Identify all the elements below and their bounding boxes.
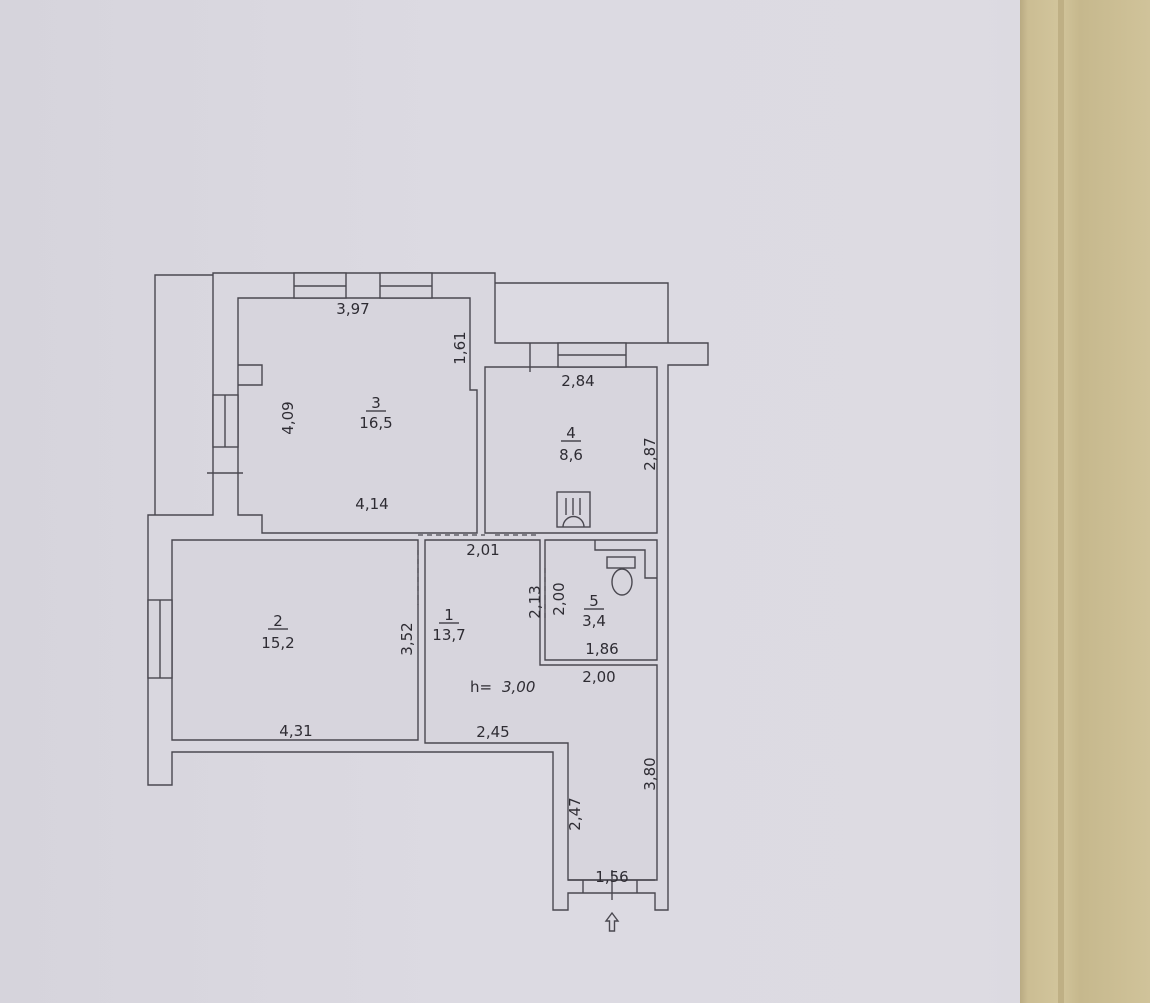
toilet-icon [594,540,657,596]
svg-text:4,31: 4,31 [279,722,312,740]
svg-text:3: 3 [371,394,381,412]
svg-text:5: 5 [589,592,599,610]
svg-text:h=: h= [470,678,492,696]
room-1-label: 1 13,7 [432,606,465,644]
svg-text:2,00: 2,00 [582,668,615,686]
svg-text:3,80: 3,80 [641,757,659,790]
entrance-door [568,870,655,900]
svg-text:2,87: 2,87 [641,437,659,470]
balcony-left-outline [154,274,213,515]
paper-edge-shadow [1058,0,1064,1003]
svg-text:4,09: 4,09 [279,401,297,434]
entrance-arrow-icon [604,911,620,932]
ceiling-height: h= 3,00 [470,678,535,696]
room-3-label: 3 16,5 [359,394,392,432]
svg-text:15,2: 15,2 [261,634,294,652]
balcony-right-outline [495,282,669,343]
svg-text:2,47: 2,47 [566,797,584,830]
room-3 [237,297,478,534]
stove-icon [556,491,591,528]
room-2-label: 2 15,2 [261,612,294,652]
room-5-label: 5 3,4 [582,592,606,630]
desk-surface [1020,0,1150,1003]
svg-text:2,84: 2,84 [561,372,594,390]
svg-text:2,45: 2,45 [476,723,509,741]
svg-text:3,97: 3,97 [336,300,369,318]
svg-text:16,5: 16,5 [359,414,392,432]
room-2 [171,539,419,741]
svg-text:3,4: 3,4 [582,612,606,630]
svg-text:2,13: 2,13 [526,585,544,618]
svg-text:4,14: 4,14 [355,495,388,513]
svg-text:1,86: 1,86 [585,640,618,658]
svg-text:8,6: 8,6 [559,446,583,464]
svg-text:1: 1 [444,606,454,624]
windows [147,272,627,679]
svg-text:3,52: 3,52 [398,622,416,655]
svg-text:4: 4 [566,424,576,442]
svg-text:2: 2 [273,612,283,630]
dimension-labels: 3,97 4,09 4,14 1,61 2,84 2,87 2,01 2,13 … [279,300,659,886]
svg-text:3,00: 3,00 [502,678,535,696]
room-5-bathroom [544,539,658,661]
svg-text:13,7: 13,7 [432,626,465,644]
room-1-hall [424,539,658,881]
room-4-label: 4 8,6 [559,424,583,464]
svg-text:1,56: 1,56 [595,868,628,886]
svg-text:2,01: 2,01 [466,541,499,559]
svg-text:1,61: 1,61 [451,331,469,364]
svg-text:2,00: 2,00 [550,582,568,615]
